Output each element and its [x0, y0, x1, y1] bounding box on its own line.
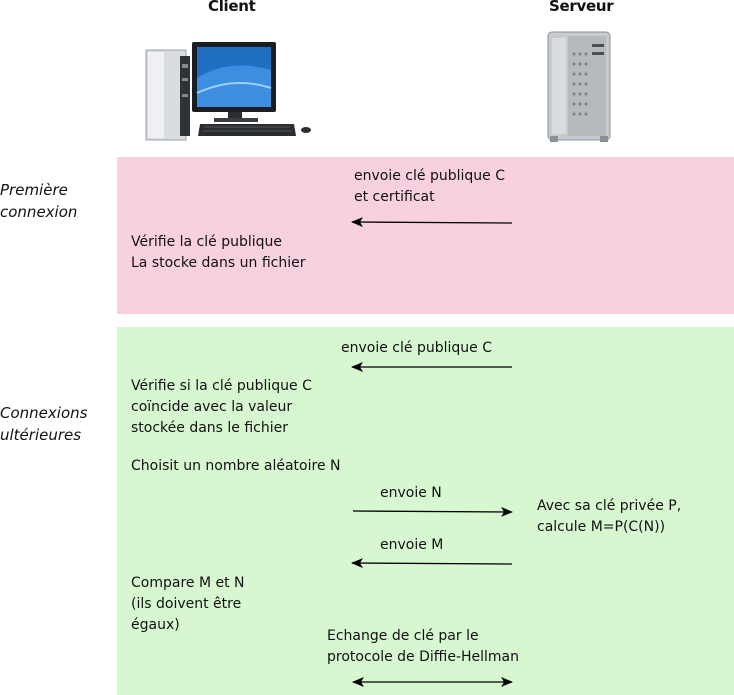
tower-server-icon — [547, 31, 611, 142]
later-connections-label: Connexions ultérieures — [0, 404, 88, 444]
first-connection-panel — [117, 157, 734, 314]
client-check-key-text: Vérifie si la clé publique C coïncide av… — [131, 378, 312, 436]
client-compare-text: Compare M et N (ils doivent être égaux) — [131, 575, 245, 633]
server-sends-key-text-2: envoie clé publique C — [341, 340, 492, 356]
client-random-text: Choisit un nombre aléatoire N — [131, 458, 341, 474]
key-exchange-text: Echange de clé par le protocole de Diffi… — [327, 628, 520, 665]
server-sends-key-text: envoie clé publique C et certificat — [354, 168, 505, 205]
server-column-title: Serveur — [549, 0, 614, 15]
client-verify-key-text: Vérifie la clé publique La stocke dans u… — [131, 234, 306, 271]
first-connection-label: Première connexion — [0, 181, 78, 221]
server-compute-text: Avec sa clé privée P, calcule M=P(C(N)) — [537, 498, 682, 535]
send-n-label: envoie N — [380, 485, 442, 501]
client-column-title: Client — [208, 0, 256, 15]
send-m-label: envoie M — [380, 537, 444, 553]
desktop-computer-icon — [145, 42, 311, 141]
